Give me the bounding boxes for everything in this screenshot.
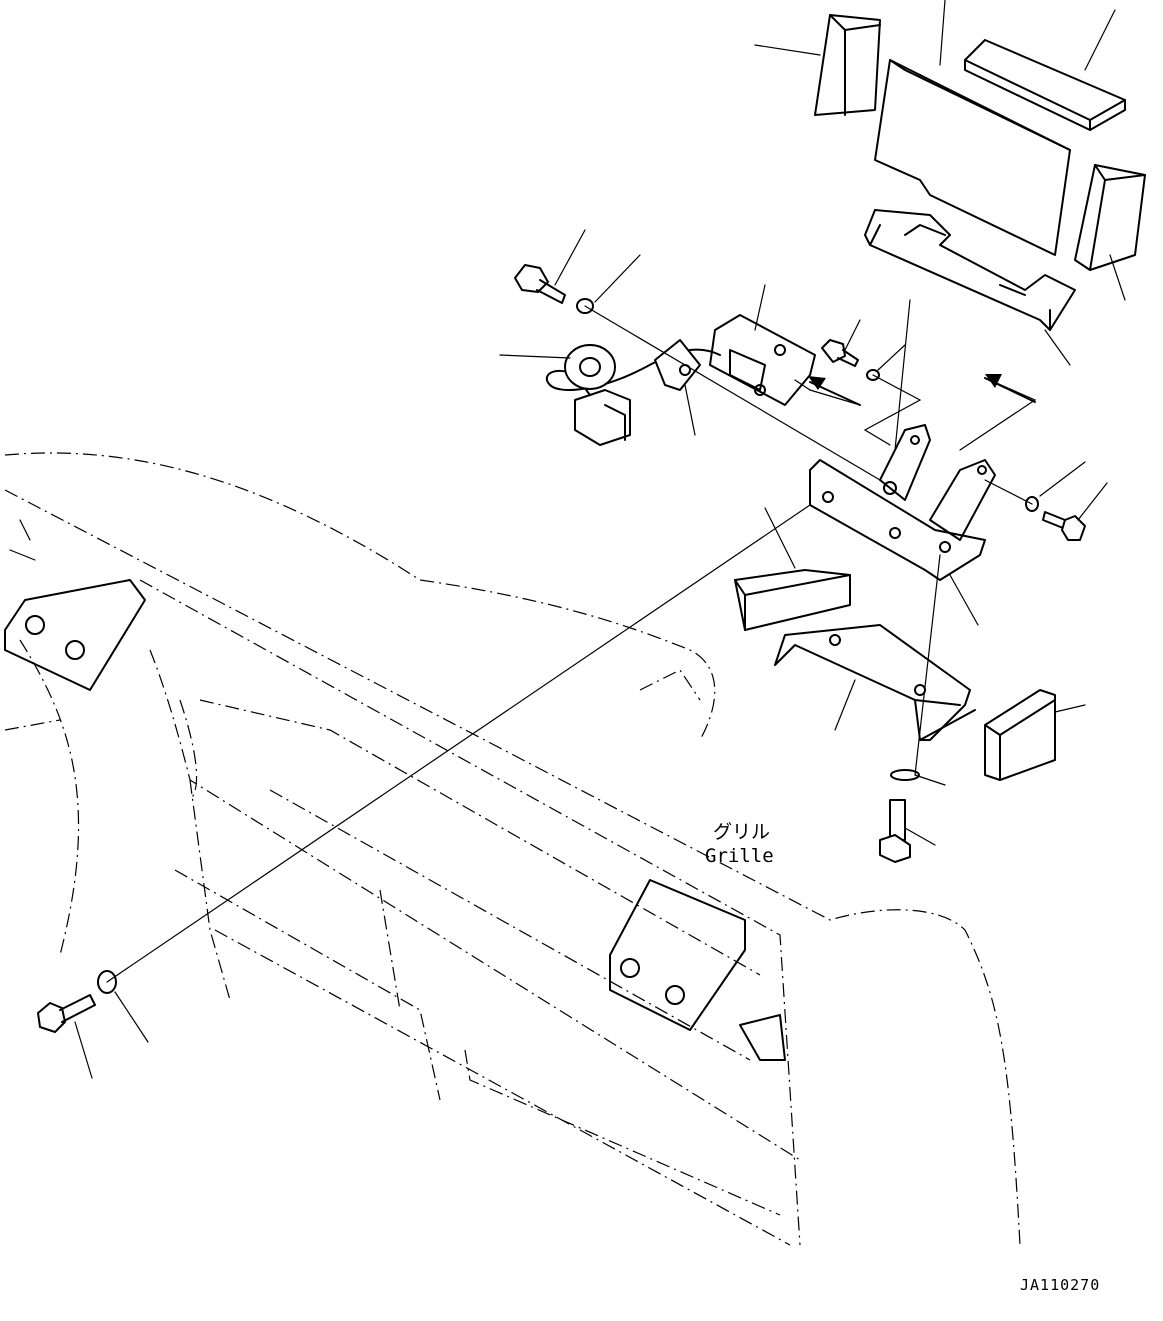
assembly-lines [106,299,1037,983]
limit-switch [709,314,816,406]
foam-pad-top-right [964,39,1126,131]
direction-arrows [808,374,1036,406]
washer-bottom [890,769,920,781]
foam-pad-right [1074,164,1146,271]
foam-pad-lower-right [984,689,1056,781]
foam-pad-small-left [814,14,881,116]
foam-pad-lower-left [734,569,851,631]
hood-hinge-right [609,879,786,1061]
grille-label-en: Grille [705,845,774,867]
wire-harness [545,339,721,446]
bolt-grille-left [37,994,96,1033]
bolt-bracket [1042,511,1086,541]
drawing-code: JA110270 [1020,1276,1100,1294]
hood-hinge-left [4,519,146,691]
bolt-bottom [879,799,911,863]
support-plate [774,624,976,741]
bolt-switch-right [821,339,859,367]
grille-label-ja: グリル [713,821,770,843]
leader-lines [74,0,1126,1079]
mounting-bracket [809,424,996,581]
bolt-switch-left [514,264,566,304]
foam-pad-large [874,59,1071,256]
foam-pad-channel [864,209,1076,331]
hood-outline [4,452,1021,1246]
